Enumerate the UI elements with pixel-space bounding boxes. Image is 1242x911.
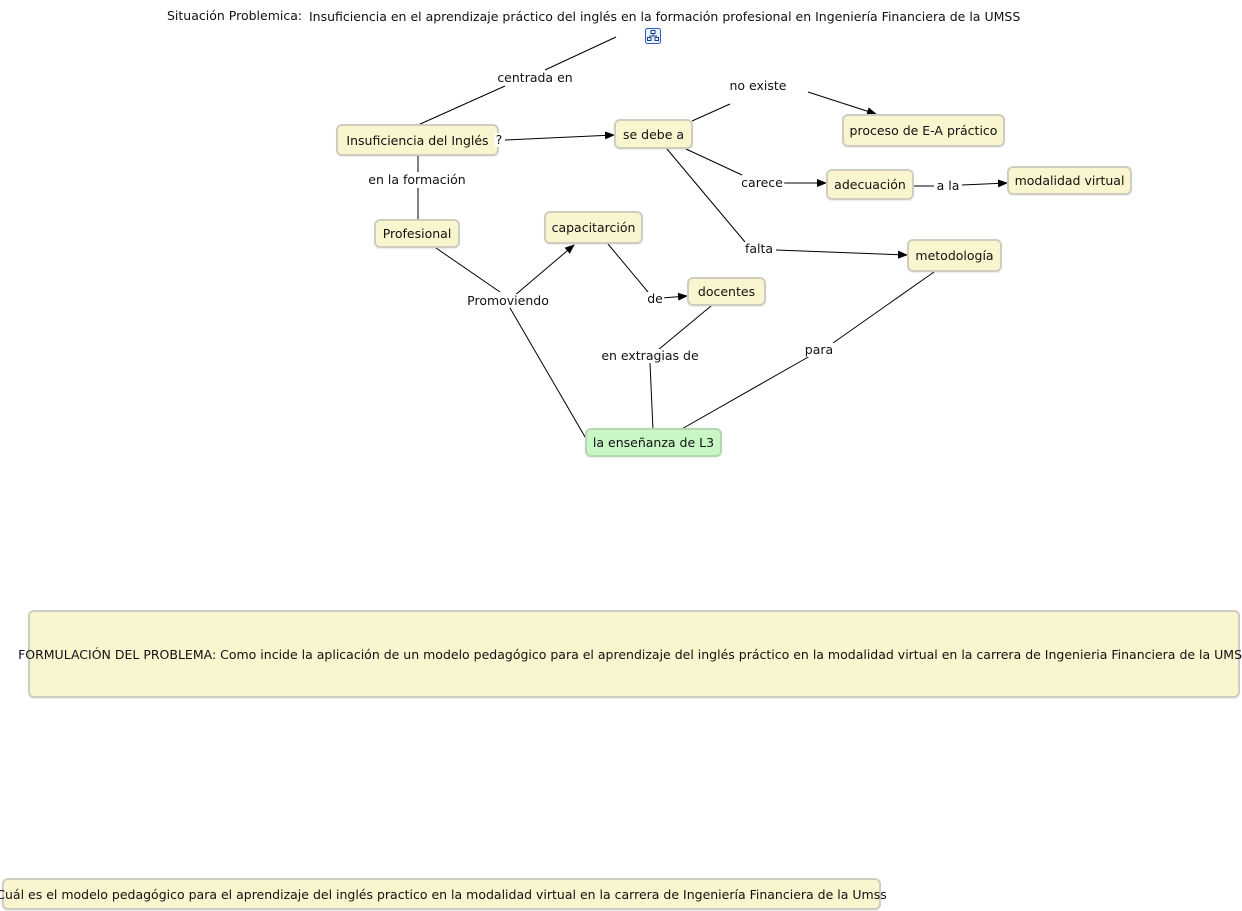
link-a-la: a la bbox=[935, 178, 961, 193]
concept-proceso[interactable]: proceso de E-A práctico bbox=[842, 114, 1005, 147]
link-en-extragias-de: en extragias de bbox=[600, 348, 700, 363]
link-line bbox=[435, 247, 501, 293]
situation-label: Situación Problemica: bbox=[167, 8, 303, 23]
concept-label: capacitarción bbox=[551, 220, 636, 235]
concept-label: proceso de E-A práctico bbox=[849, 123, 998, 138]
concept-profesional[interactable]: Profesional bbox=[374, 219, 460, 248]
concept-label: se debe a bbox=[622, 126, 685, 142]
formulation-text: FORMULACIÓN DEL PROBLEMA: Como incide la… bbox=[18, 646, 1242, 662]
link-no-existe: no existe bbox=[728, 78, 788, 93]
link-centrada-en: centrada en bbox=[496, 70, 574, 85]
link-line bbox=[607, 243, 649, 293]
concept-metodologia[interactable]: metodología bbox=[907, 239, 1002, 272]
link-line bbox=[509, 307, 589, 443]
link-line bbox=[513, 244, 575, 297]
link-line bbox=[691, 103, 731, 122]
concept-modalidad-virtual[interactable]: modalidad virtual bbox=[1007, 166, 1132, 195]
link-line bbox=[666, 148, 746, 243]
concept-label: adecuación bbox=[834, 177, 906, 192]
link-falta: falta bbox=[743, 241, 775, 256]
concept-label: Insuficiencia del Inglés bbox=[346, 132, 489, 148]
link-line bbox=[679, 355, 811, 431]
concept-docentes[interactable]: docentes bbox=[687, 277, 766, 306]
link-line bbox=[504, 131, 615, 141]
link-promoviendo: Promoviendo bbox=[466, 293, 550, 308]
link-line bbox=[685, 148, 743, 176]
link-line bbox=[544, 36, 617, 71]
concept-se-debe-a[interactable]: se debe a bbox=[614, 119, 693, 149]
link-line bbox=[775, 249, 908, 259]
link-para: para bbox=[803, 342, 835, 357]
question-text: Cuál es el modelo pedagógico para el apr… bbox=[0, 886, 887, 902]
concept-label: Profesional bbox=[382, 226, 452, 241]
situation-text: Insuficiencia en el aprendizaje práctico… bbox=[309, 9, 1021, 24]
link-line bbox=[832, 271, 935, 344]
link-question-mark: ? bbox=[494, 132, 504, 147]
concept-label: docentes bbox=[697, 284, 756, 299]
concept-label: modalidad virtual bbox=[1014, 173, 1125, 188]
link-line bbox=[417, 85, 506, 126]
link-line bbox=[961, 179, 1008, 188]
link-line bbox=[661, 292, 688, 301]
link-de: de bbox=[646, 291, 664, 306]
link-en-la-formacion: en la formación bbox=[367, 172, 467, 187]
concept-label: metodología bbox=[915, 248, 994, 263]
concept-ensenanza-l3[interactable]: la enseñanza de L3 bbox=[585, 428, 722, 457]
concept-capacitarcion[interactable]: capacitarción bbox=[544, 211, 643, 244]
concept-insuficiencia[interactable]: Insuficiencia del Inglés bbox=[336, 124, 499, 156]
concept-adecuacion[interactable]: adecuación bbox=[826, 169, 914, 200]
question-box[interactable]: Cuál es el modelo pedagógico para el apr… bbox=[0, 878, 887, 910]
link-line bbox=[649, 362, 654, 431]
concept-label: la enseñanza de L3 bbox=[592, 435, 715, 450]
formulation-box[interactable]: FORMULACIÓN DEL PROBLEMA: Como incide la… bbox=[18, 610, 1242, 698]
link-carece: carece bbox=[740, 175, 784, 190]
link-line bbox=[657, 305, 712, 351]
submap-icon[interactable] bbox=[645, 28, 661, 44]
link-line bbox=[807, 91, 877, 116]
